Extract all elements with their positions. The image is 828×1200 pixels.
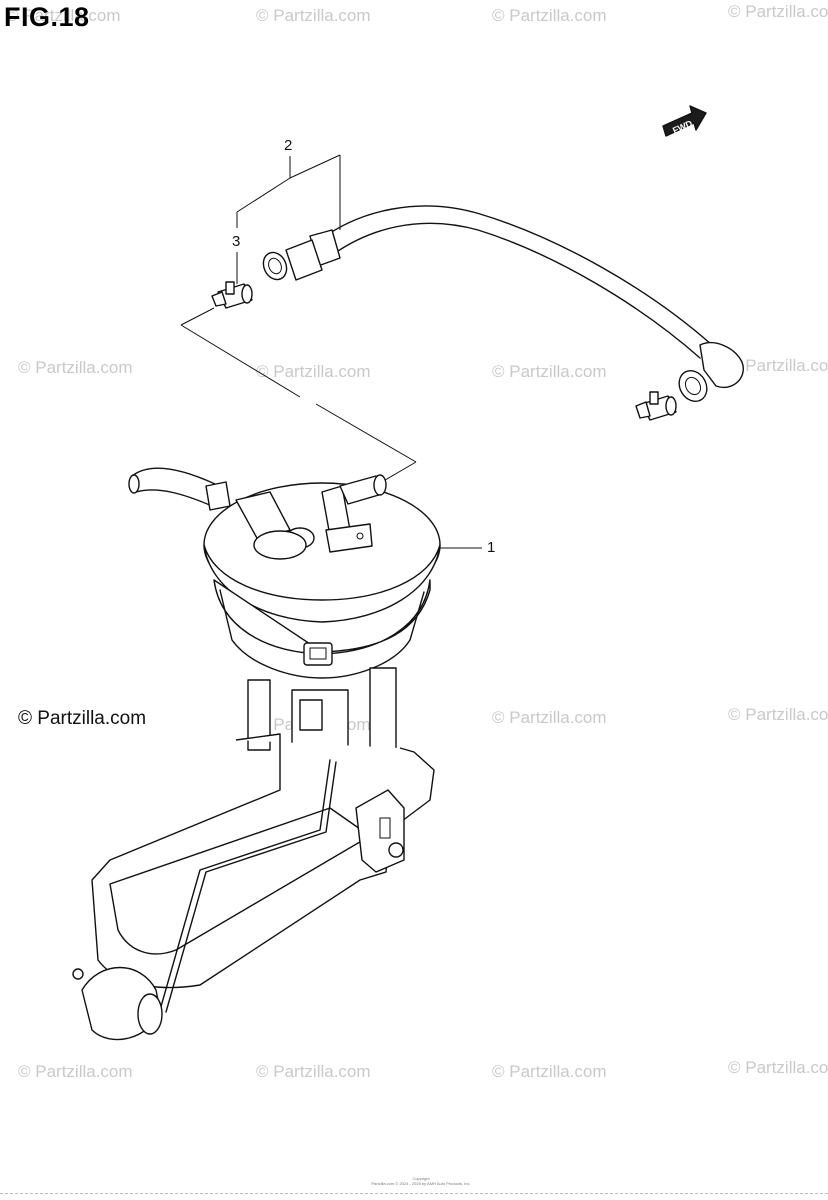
watermark: © Partzilla.com bbox=[728, 1058, 828, 1077]
watermark: © Partzilla.com bbox=[728, 2, 828, 21]
figure-title: FIG.18 bbox=[4, 2, 90, 32]
watermark: © Partzilla.com bbox=[256, 1062, 371, 1081]
fuel-hose bbox=[262, 205, 744, 403]
fuel-pump-assembly bbox=[72, 467, 441, 1041]
watermark: © Partzilla.com bbox=[18, 1062, 133, 1081]
callout-number: 3 bbox=[232, 233, 241, 250]
watermark: © Partzilla.com bbox=[728, 705, 828, 724]
watermark: © Partzilla.com bbox=[492, 6, 607, 25]
watermark: © Partzilla.com bbox=[728, 356, 828, 375]
callout-number: 1 bbox=[487, 539, 496, 556]
watermark: © Partzilla.com bbox=[18, 358, 133, 377]
watermark: © Partzilla.com bbox=[492, 362, 607, 381]
callout-bracket bbox=[236, 154, 341, 284]
fwd-arrow-icon: FWD bbox=[662, 105, 707, 137]
routing-line bbox=[180, 307, 417, 484]
callout-number: 2 bbox=[284, 137, 293, 154]
watermark: © Partzilla.com bbox=[492, 708, 607, 727]
watermark: © Partzilla.com bbox=[6, 6, 121, 25]
copyright-notice: Copyright Partzilla.com © 2024 - 2025 by… bbox=[371, 1176, 471, 1186]
page-border bbox=[0, 1193, 828, 1194]
watermark-prominent: © Partzilla.com bbox=[18, 708, 147, 729]
watermark: © Partzilla.com bbox=[256, 6, 371, 25]
watermark: © Partzilla.com bbox=[256, 362, 371, 381]
watermark: © Partzilla.com bbox=[492, 1062, 607, 1081]
hose-clamp bbox=[635, 391, 677, 421]
hose-clamp bbox=[211, 281, 253, 309]
